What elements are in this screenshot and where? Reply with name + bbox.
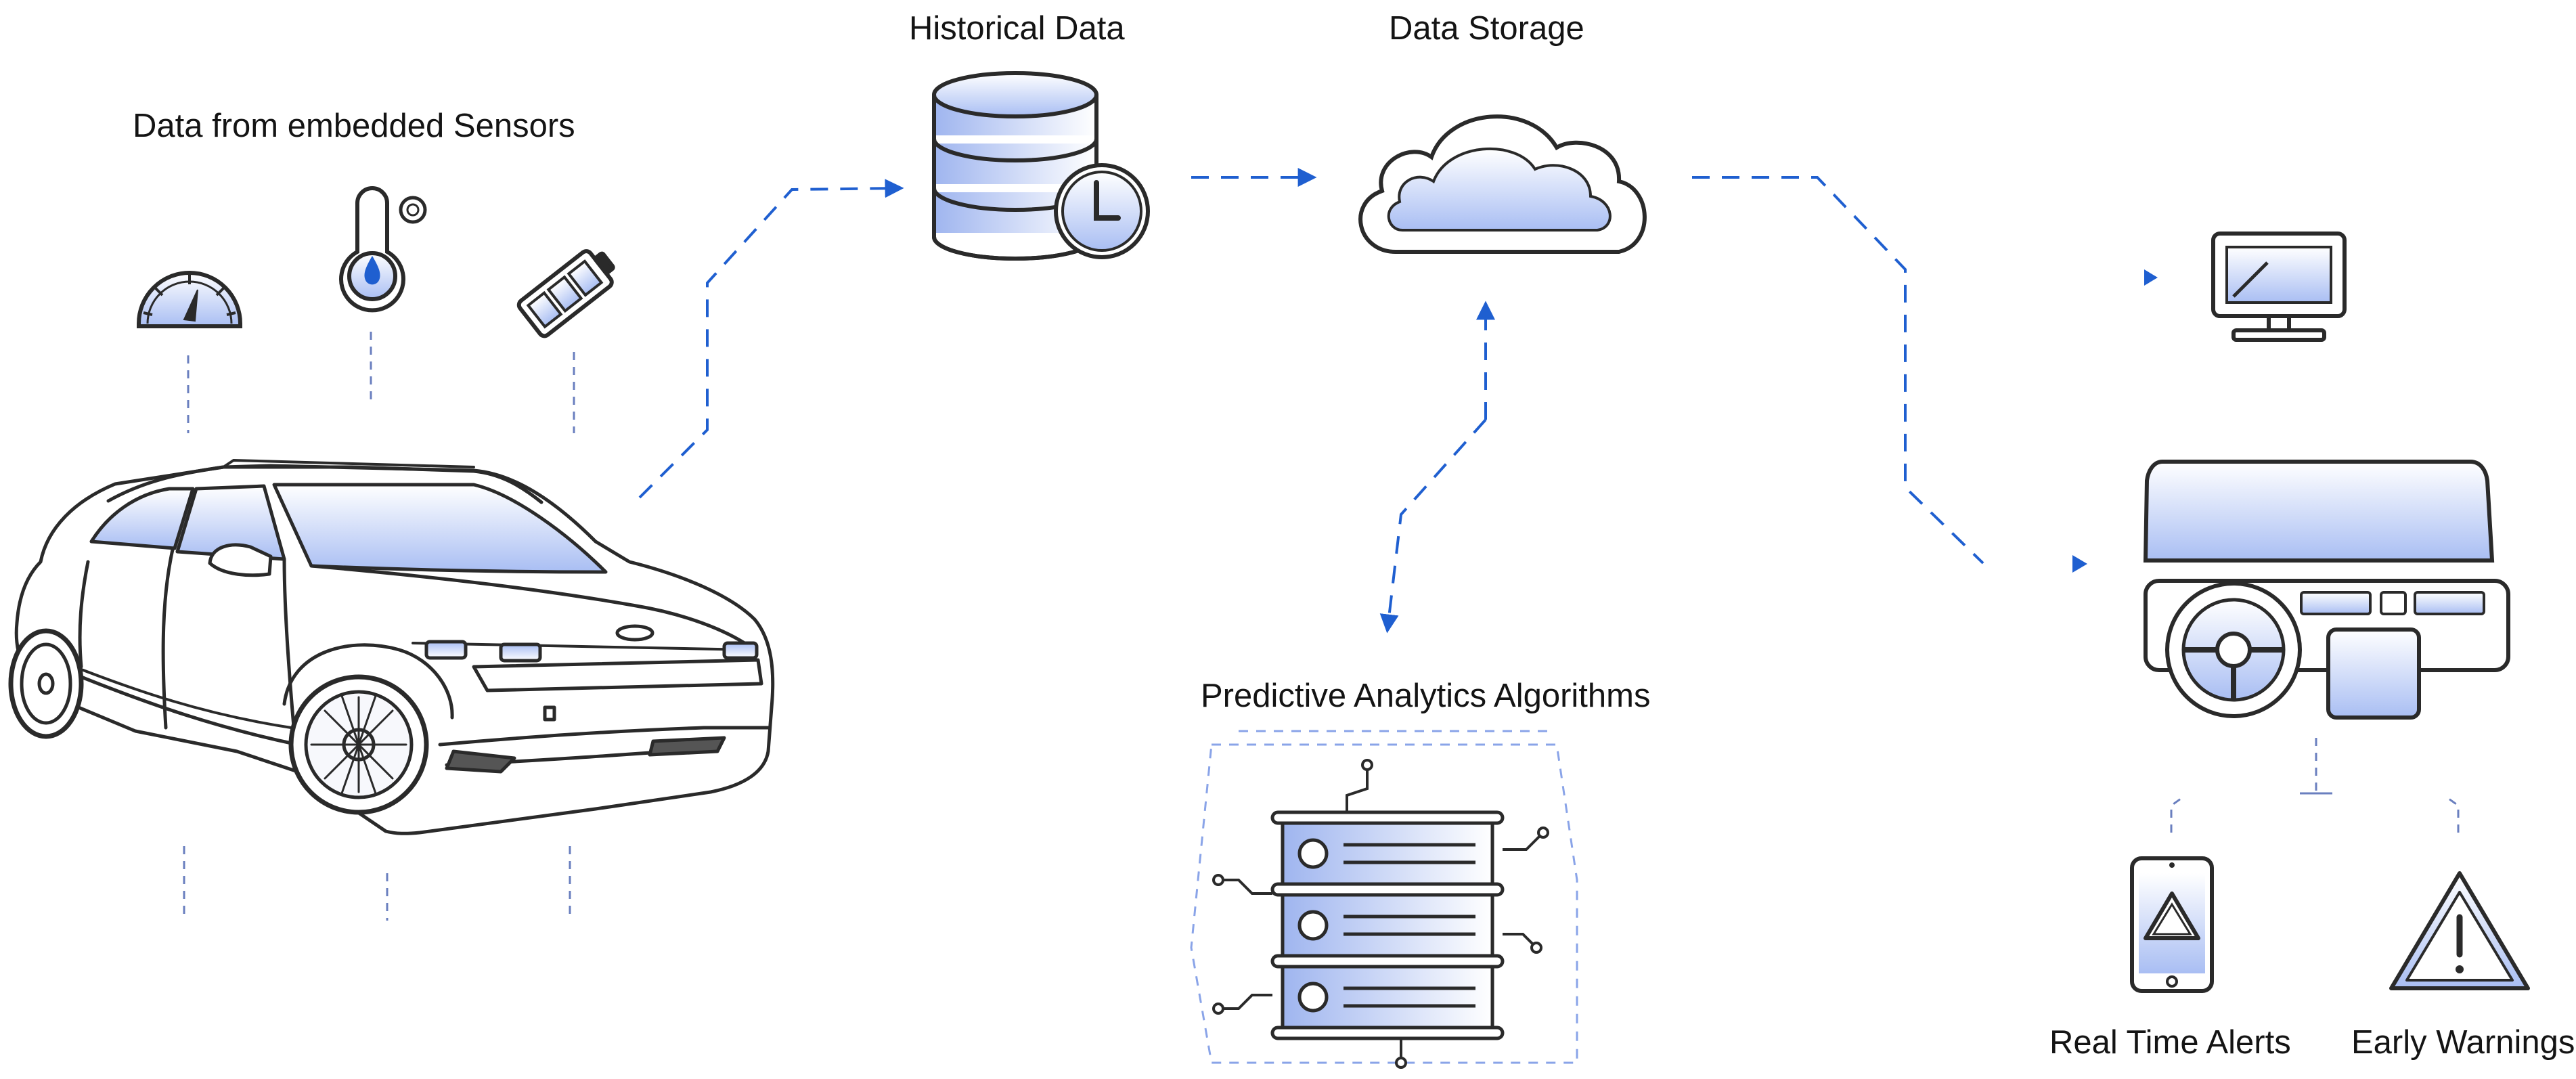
electric-suv-illustration: [8, 459, 775, 835]
label-real-time-alerts: Real Time Alerts: [2049, 1024, 2291, 1061]
warning-icon: [2389, 871, 2530, 990]
speedometer-icon: [137, 271, 242, 328]
flow-arrowheads: [2072, 269, 2158, 573]
battery-icon: [516, 249, 615, 338]
label-predictive-analytics: Predictive Analytics Algorithms: [1201, 678, 1651, 714]
server-rack-icon: [1190, 730, 1578, 1069]
sensor-connectors: [183, 332, 575, 921]
database-clock-icon: [932, 71, 1150, 261]
label-historical-data: Historical Data: [909, 10, 1125, 47]
alert-connectors: [2170, 738, 2460, 833]
flow-connectors: [638, 168, 1984, 634]
phone-alert-icon: [2130, 856, 2214, 993]
monitor-icon: [2211, 232, 2347, 342]
thermometer-icon: [339, 186, 427, 313]
label-data-storage: Data Storage: [1389, 10, 1584, 47]
label-early-warnings: Early Warnings: [2351, 1024, 2575, 1061]
label-embedded-sensors: Data from embedded Sensors: [133, 108, 575, 144]
cloud-icon: [1358, 114, 1647, 254]
car-dashboard-icon: [2143, 460, 2510, 720]
